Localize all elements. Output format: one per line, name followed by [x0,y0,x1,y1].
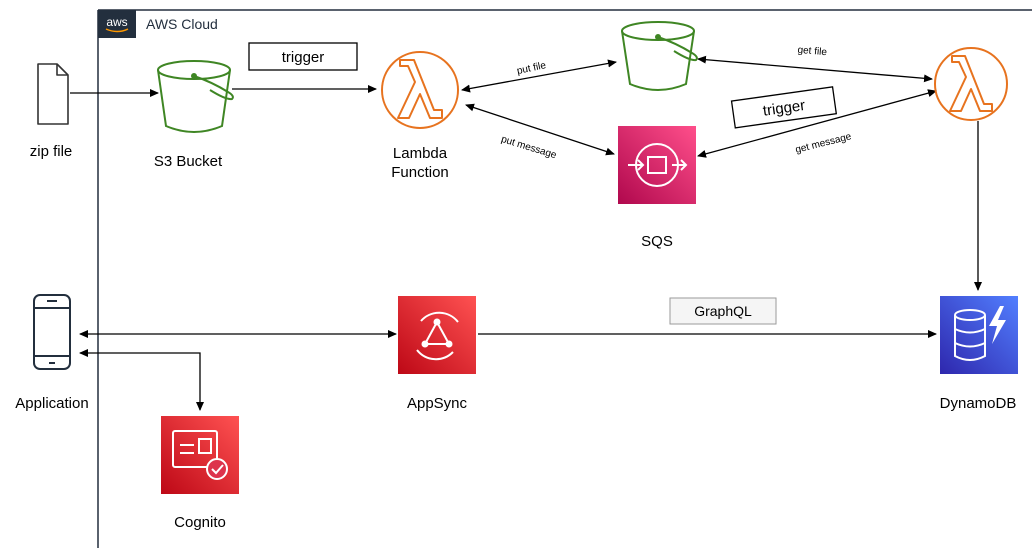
lambda-icon [934,47,1008,121]
put-message-label: put message [500,134,558,161]
trigger-label-1: trigger [248,42,358,71]
svg-text:trigger: trigger [762,97,806,120]
dynamodb-node: DynamoDB [940,296,1018,412]
get-file-arrow [697,55,933,83]
cognito-icon [161,416,239,494]
mobile-device-icon [33,294,71,370]
s3-bucket-node-2 [621,21,698,91]
get-file-label: get file [797,45,828,59]
s3-bucket-icon [621,21,698,91]
put-file-arrow [461,59,617,93]
s3-bucket-label: S3 Bucket [154,153,223,170]
get-message-arrow [697,89,937,158]
connections [70,55,982,411]
dynamodb-label: DynamoDB [940,395,1017,412]
put-message-arrow [465,103,615,156]
lambda-icon [381,51,459,129]
appsync-label: AppSync [407,395,468,412]
svg-text:aws: aws [106,15,127,29]
application-node: Application [15,294,89,412]
application-label: Application [15,395,88,412]
lambda-function-node: Lambda Function [381,51,459,181]
trigger-label-2: trigger [730,86,838,129]
lambda-function-node-2 [934,47,1008,121]
sqs-icon [618,126,696,204]
s3-bucket-icon [157,60,234,133]
zip-file-node: zip file [30,63,73,160]
lambda-label-line1: Lambda [393,145,448,162]
zip-file-label: zip file [30,143,73,160]
aws-cloud-group: aws AWS Cloud [97,9,1032,548]
app-to-cognito-arrow [79,349,204,411]
dynamodb-icon [940,296,1018,374]
sqs-node: SQS [618,126,696,250]
sqs-label: SQS [641,233,673,250]
cognito-node: Cognito [161,416,239,531]
file-icon [37,63,69,125]
graphql-label: GraphQL [669,297,777,325]
svg-text:trigger: trigger [282,49,325,66]
appsync-node: AppSync [398,296,476,412]
put-file-label: put file [516,60,548,77]
aws-cloud-title: AWS Cloud [146,16,218,32]
lambda-label-line2: Function [391,164,449,181]
cognito-label: Cognito [174,514,226,531]
svg-text:GraphQL: GraphQL [694,303,752,319]
get-message-label: get message [794,131,853,156]
aws-logo-icon: aws [98,10,136,38]
s3-bucket-node: S3 Bucket [154,60,234,170]
appsync-icon [398,296,476,374]
